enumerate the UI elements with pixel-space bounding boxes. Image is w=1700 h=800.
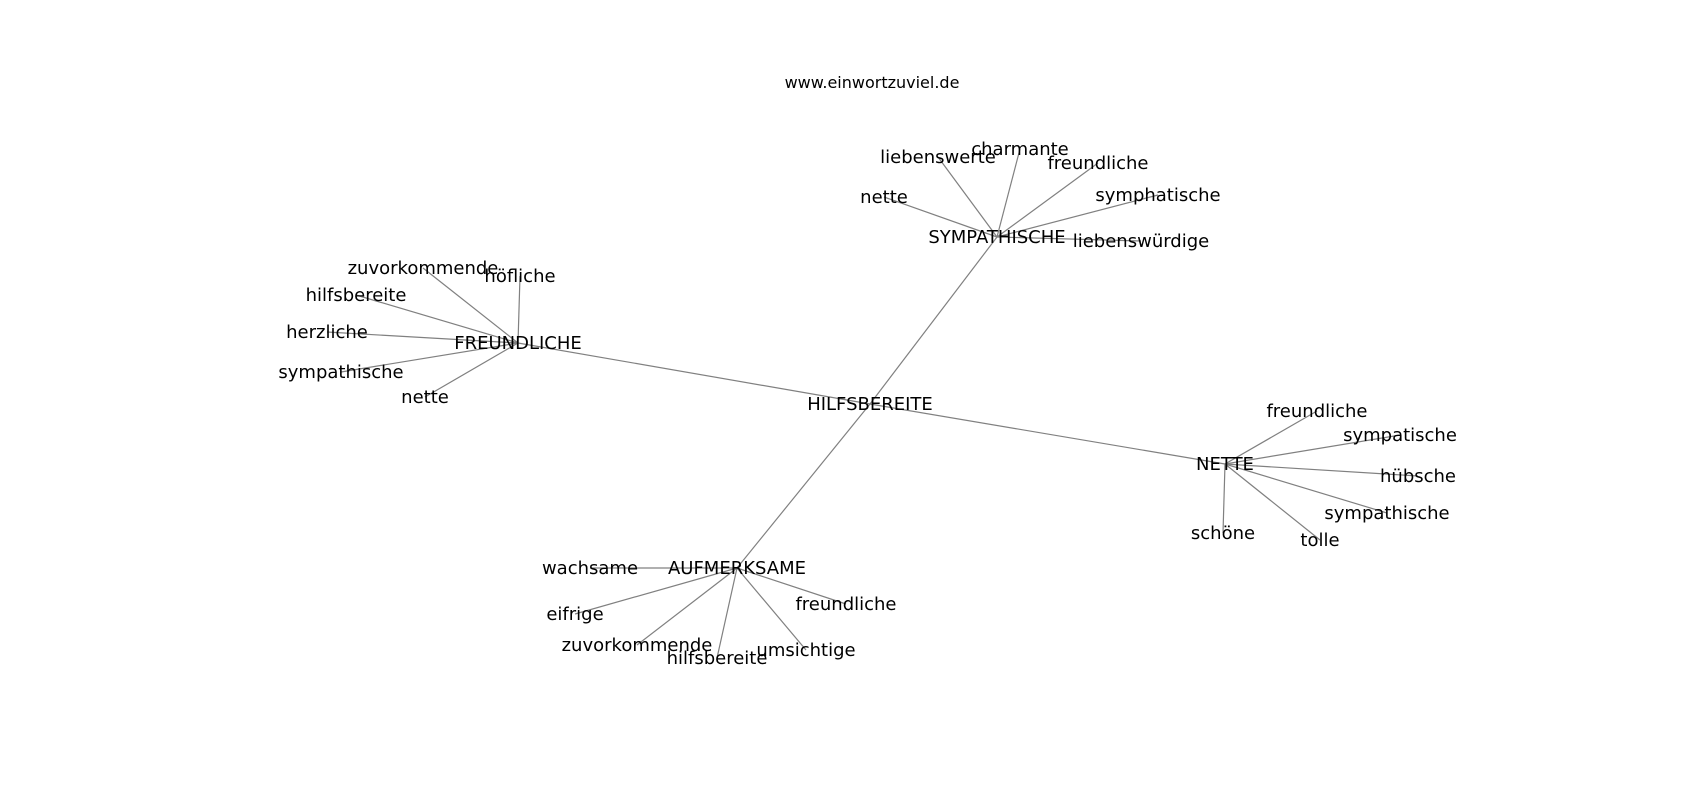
edge-freundliche-1 <box>517 275 521 344</box>
node-hub-aufmerksame: AUFMERKSAME <box>668 558 806 579</box>
edge-nette-1 <box>1224 434 1401 465</box>
node-leaf-sympathische-4: symphatische <box>1095 185 1220 206</box>
labels-layer: HILFSBEREITE SYMPATHISCHE nette liebenswert… <box>278 139 1457 669</box>
node-leaf-aufmerksame-4: umsichtige <box>756 640 855 661</box>
node-leaf-aufmerksame-2: zuvorkommende <box>562 635 713 656</box>
node-root: HILFSBEREITE <box>807 394 933 415</box>
edge-sympathische-5 <box>996 236 1142 242</box>
edge-aufmerksame-4 <box>736 567 807 651</box>
diagram-title: www.einwortzuviel.de <box>785 73 960 92</box>
edge-root-nette <box>869 403 1226 465</box>
edge-nette-2 <box>1224 463 1419 477</box>
edge-freundliche-2 <box>355 294 519 344</box>
edge-root-aufmerksame <box>736 403 871 569</box>
edge-nette-3 <box>1224 463 1388 514</box>
edge-freundliche-0 <box>422 267 519 344</box>
edge-sympathische-1 <box>937 156 998 238</box>
edge-aufmerksame-3 <box>716 567 738 659</box>
edges-layer <box>326 148 1419 659</box>
node-leaf-nette-5: schöne <box>1191 523 1255 544</box>
node-leaf-freundliche-3: herzliche <box>286 322 368 343</box>
node-leaf-sympathische-2: charmante <box>971 139 1069 160</box>
edge-sympathische-0 <box>883 196 998 238</box>
edge-freundliche-4 <box>340 342 519 373</box>
edge-freundliche-3 <box>326 331 519 344</box>
node-hub-nette: NETTE <box>1196 454 1254 475</box>
node-leaf-freundliche-4: sympathische <box>278 362 403 383</box>
edge-aufmerksame-5 <box>736 567 847 605</box>
node-leaf-sympathische-3: freundliche <box>1047 153 1148 174</box>
node-leaf-freundliche-5: nette <box>401 387 449 408</box>
edge-aufmerksame-1 <box>574 567 738 615</box>
edge-nette-4 <box>1224 463 1321 541</box>
edge-root-sympathische <box>869 236 998 405</box>
node-leaf-nette-4: tolle <box>1300 530 1339 551</box>
edge-freundliche-5 <box>424 342 519 398</box>
node-leaf-freundliche-0: zuvorkommende <box>348 258 499 279</box>
edge-sympathische-2 <box>996 148 1021 238</box>
edge-nette-5 <box>1222 463 1226 534</box>
node-leaf-aufmerksame-1: eifrige <box>546 604 603 625</box>
node-hub-sympathische: SYMPATHISCHE <box>928 227 1065 248</box>
node-leaf-freundliche-2: hilfsbereite <box>306 285 407 306</box>
edge-sympathische-3 <box>996 162 1099 238</box>
node-leaf-nette-3: sympathische <box>1324 503 1449 524</box>
node-leaf-nette-1: sympatische <box>1343 425 1457 446</box>
edge-aufmerksame-2 <box>636 567 738 646</box>
node-leaf-aufmerksame-5: freundliche <box>795 594 896 615</box>
node-leaf-aufmerksame-0: wachsame <box>542 558 638 579</box>
node-leaf-nette-0: freundliche <box>1266 401 1367 422</box>
node-leaf-sympathische-0: nette <box>860 187 908 208</box>
node-leaf-aufmerksame-3: hilfsbereite <box>667 648 768 669</box>
node-leaf-sympathische-1: liebenswerte <box>880 147 996 168</box>
edge-nette-0 <box>1224 410 1318 465</box>
edge-root-freundliche <box>517 342 871 405</box>
node-leaf-nette-2: hübsche <box>1380 466 1456 487</box>
node-leaf-freundliche-1: höfliche <box>484 266 555 287</box>
edge-sympathische-4 <box>996 194 1159 238</box>
node-leaf-sympathische-5: liebenswürdige <box>1073 231 1210 252</box>
node-hub-freundliche: FREUNDLICHE <box>454 333 582 354</box>
